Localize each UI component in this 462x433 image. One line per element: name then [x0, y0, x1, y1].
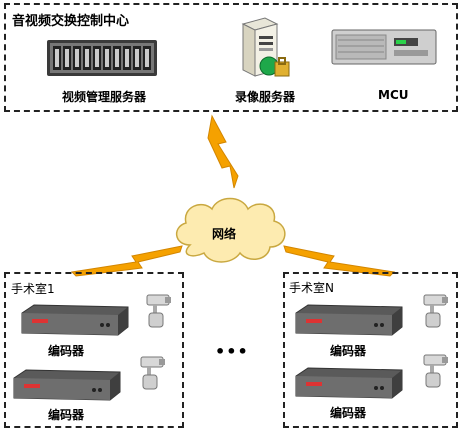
network-label: 网络	[212, 227, 237, 241]
camera-icon	[423, 354, 448, 388]
rack-server-icon	[47, 40, 157, 76]
operating-room-title: 手术室1	[11, 282, 55, 296]
encoder-label: 编码器	[48, 344, 85, 358]
camera-icon	[423, 294, 448, 328]
encoder-icon	[295, 304, 403, 336]
encoder-label: 编码器	[48, 408, 85, 422]
lightning-icon	[70, 245, 183, 277]
server-label-recording: 录像服务器	[235, 90, 296, 104]
server-label-video-management: 视频管理服务器	[62, 90, 147, 104]
tower-server-icon	[241, 17, 290, 77]
encoder-icon	[13, 369, 121, 401]
control-center-title: 音视频交换控制中心	[12, 14, 130, 29]
operating-room-title: 手术室N	[289, 281, 334, 295]
ellipsis-dots: •••	[215, 342, 249, 361]
lightning-icon	[207, 114, 239, 189]
cloud-icon	[176, 197, 286, 263]
camera-icon	[140, 356, 165, 390]
encoder-icon	[21, 304, 129, 336]
encoder-label: 编码器	[330, 344, 367, 358]
encoder-icon	[295, 367, 403, 399]
encoder-label: 编码器	[330, 406, 367, 420]
mcu-device-icon	[331, 29, 437, 65]
lightning-icon	[283, 245, 396, 277]
camera-icon	[146, 294, 171, 328]
operating-room-box	[4, 272, 184, 428]
operating-room-box	[283, 272, 458, 428]
server-label-mcu: MCU	[378, 88, 409, 102]
control-center-box	[4, 3, 458, 112]
